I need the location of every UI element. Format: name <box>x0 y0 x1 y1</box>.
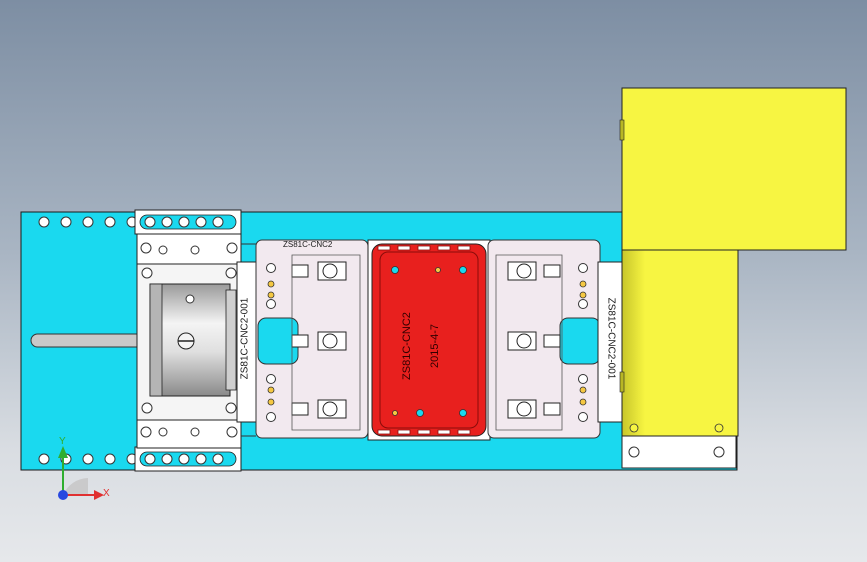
coordinate-triad <box>58 446 104 500</box>
base-slot <box>30 333 144 348</box>
red-part-label-2: 2015-4-7 <box>429 323 441 369</box>
motor-block <box>619 87 847 469</box>
base-holes-top <box>38 216 138 228</box>
axis-x-label: X <box>103 488 110 499</box>
left-clamp-top <box>134 209 242 235</box>
fixture-plate-right <box>487 239 601 439</box>
axis-y-label: Y <box>59 436 66 447</box>
right-label-block <box>597 261 625 423</box>
part-label-left: ZS81C-CNC2-001 <box>239 297 251 380</box>
left-clamp-bottom <box>134 446 242 472</box>
red-part-label-1: ZS81C-CNC2 <box>401 312 413 380</box>
guide-lines <box>241 243 256 437</box>
part-label-right: ZS81C-CNC2-001 <box>605 297 617 380</box>
fixture-plate-left <box>255 239 369 439</box>
cylinder <box>149 283 237 397</box>
plate-label-top: ZS81C-CNC2 <box>283 240 333 249</box>
red-part <box>367 239 491 441</box>
